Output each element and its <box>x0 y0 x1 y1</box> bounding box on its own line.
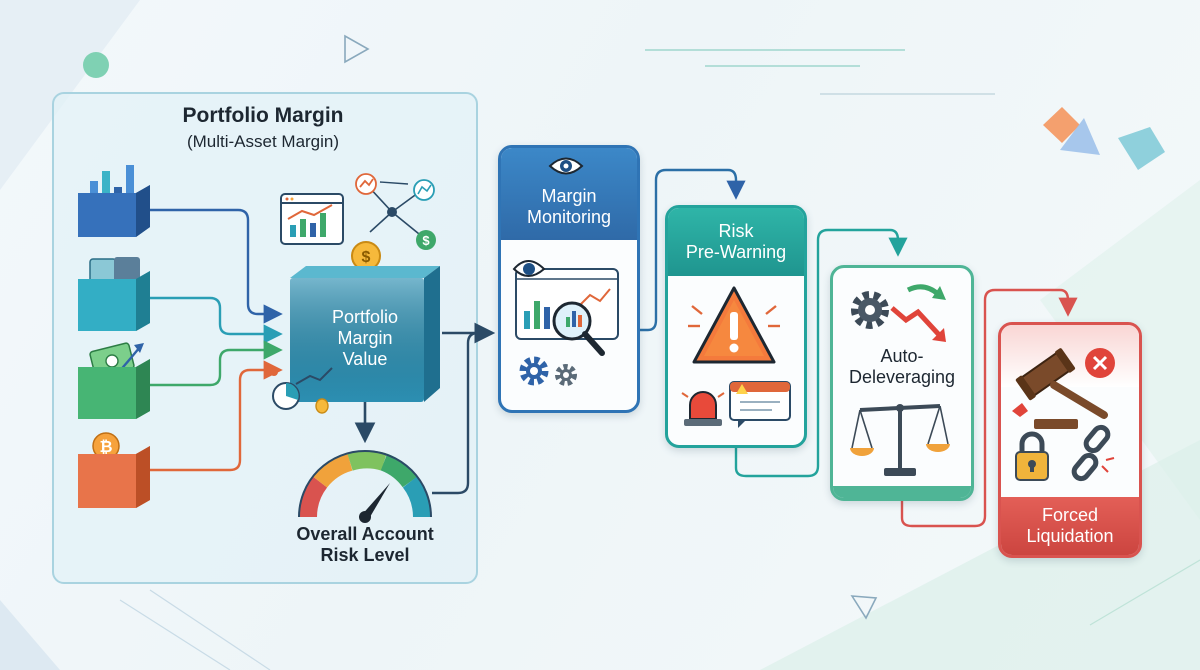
decor-shape-teal <box>1118 127 1165 170</box>
trend-down-icon <box>890 306 944 340</box>
stage-header: Risk Pre-Warning <box>668 208 804 276</box>
stage-title: Auto- Deleveraging <box>833 346 971 388</box>
gear-trend-icon <box>851 284 946 342</box>
eye-icon <box>548 157 584 175</box>
risk-level-label: Overall Account Risk Level <box>275 524 455 566</box>
value-label-line-2: Margin <box>337 328 393 348</box>
stage-title-line-1: Risk <box>718 221 754 241</box>
monitoring-dashboard-icon <box>512 260 619 386</box>
stage-title-line-1: Forced <box>1041 505 1098 525</box>
lock-icon <box>1015 431 1049 481</box>
warning-icon <box>688 286 780 364</box>
stage-title-line-2: Deleveraging <box>848 367 956 387</box>
mini-chart-icon <box>270 367 333 414</box>
decor-dot <box>83 52 109 78</box>
svg-text:$: $ <box>362 249 371 266</box>
decor-triangle <box>344 34 370 64</box>
risk-label-line-2: Risk Level <box>320 545 410 565</box>
panel-subtitle: (Multi-Asset Margin) <box>186 132 340 151</box>
stage-title-line-2: Monitoring <box>526 207 612 227</box>
decor-shape-orange <box>1043 107 1080 143</box>
asset-wallet-box <box>78 257 150 331</box>
gavel-icon <box>1012 348 1115 429</box>
asset-crypto-box: ₿ <box>78 432 150 508</box>
decor-shape-blue <box>1060 118 1100 155</box>
stage-title-line-1: Auto- <box>880 346 924 366</box>
svg-text:₿: ₿ <box>99 438 112 456</box>
svg-text:$: $ <box>422 233 430 248</box>
risk-label-line-1: Overall Account <box>296 524 434 544</box>
broken-chain-icon <box>1071 424 1115 482</box>
stage-title-line-2: Liquidation <box>1026 526 1114 546</box>
stage-forced-liquidation: Forced Liquidation <box>998 322 1142 558</box>
scale-icon <box>850 404 950 476</box>
alert-message-icon <box>729 381 791 428</box>
dashboard-icon <box>280 193 344 245</box>
stage-title-line-1: Margin <box>541 186 597 206</box>
stage-title-line-2: Pre-Warning <box>685 242 787 262</box>
network-icon: $ <box>355 173 436 250</box>
portfolio-margin-value-cube <box>290 266 440 402</box>
panel-title: Portfolio Margin <box>182 104 344 127</box>
gauge-icon <box>298 450 432 523</box>
siren-icon <box>681 391 725 426</box>
portfolio-margin-value-label: Portfolio Margin Value <box>290 307 440 370</box>
bar-chart-icon <box>90 181 98 203</box>
stage-footer: Forced Liquidation <box>1001 497 1139 555</box>
gear-icon <box>519 356 549 386</box>
asset-cash-box <box>78 342 150 419</box>
asset-stocks-box <box>78 165 150 237</box>
value-label-line-1: Portfolio <box>331 307 399 327</box>
value-label-line-3: Value <box>342 349 388 369</box>
stage-footer <box>833 486 971 498</box>
gear-icon <box>851 291 889 329</box>
stage-auto-deleveraging: Auto- Deleveraging <box>830 265 974 501</box>
